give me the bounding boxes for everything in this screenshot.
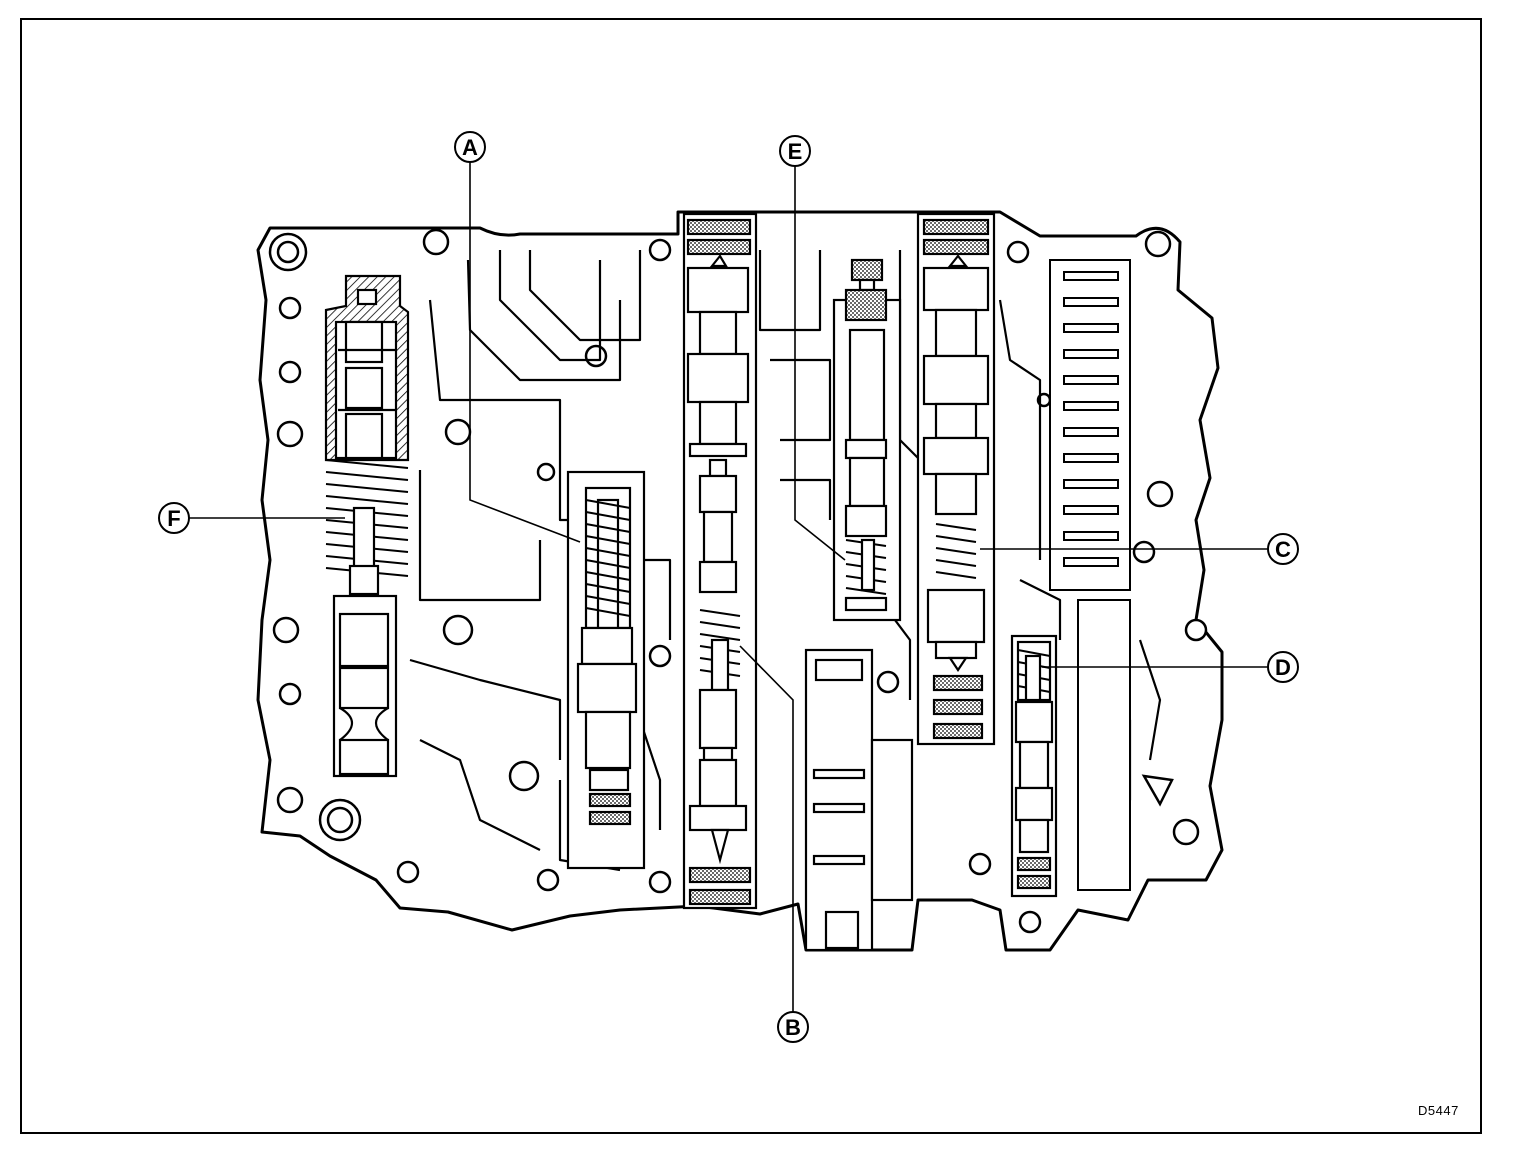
callout-f: F [158,502,190,534]
bolt-holes [268,228,1208,934]
figure-frame [20,18,1482,1134]
valve-c [916,212,996,746]
ribbed-area [1049,259,1131,891]
valve-a [566,470,646,870]
leader-line-e [794,166,846,561]
svg-text:D: D [1275,655,1291,680]
callout-b: B [777,1011,809,1043]
figure-code: D5447 [1418,1103,1459,1118]
valve-b [682,212,758,910]
svg-text:F: F [167,506,180,531]
svg-text:E: E [788,139,803,164]
svg-text:A: A [462,135,478,160]
center-channel [804,648,914,952]
svg-text:B: B [785,1015,801,1040]
valve-d [1010,634,1058,898]
svg-text:C: C [1275,537,1291,562]
leader-line-b [739,645,794,1012]
valve-f [324,274,410,778]
leader-line-a [469,162,581,543]
callout-a: A [454,131,486,163]
callouts: A E F C D B [158,131,1299,1043]
callout-d: D [1267,651,1299,683]
leader-lines [188,162,1268,1012]
callout-e: E [779,135,811,167]
valve-e [832,258,902,622]
triangular-port [1141,774,1174,807]
callout-c: C [1267,533,1299,565]
